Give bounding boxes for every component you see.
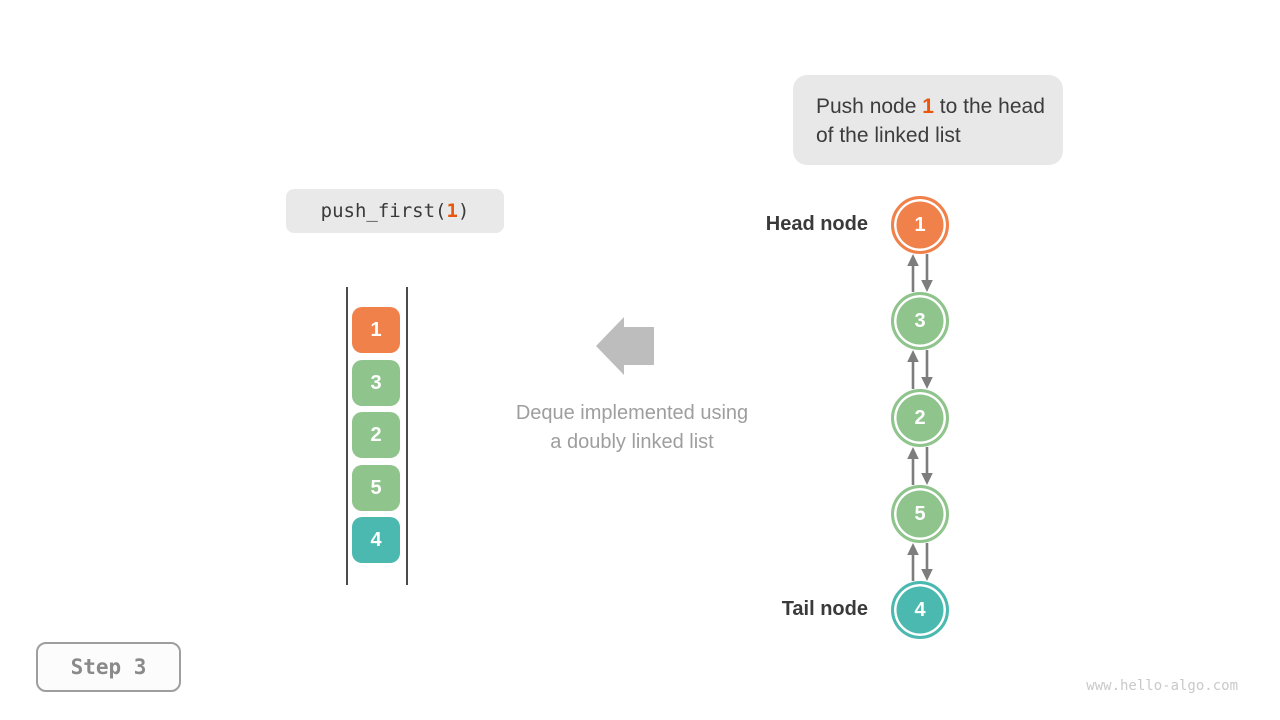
stack-right-rail — [406, 287, 408, 585]
doubly-linked-arrows-icon — [907, 350, 933, 389]
callout-text-suffix: to the head of the linked list — [816, 95, 1045, 147]
list-node: 1 — [891, 196, 949, 254]
legend-caption-line2: a doubly linked list — [550, 431, 714, 453]
code-arg-value: 1 — [446, 200, 458, 222]
stack-tile: 5 — [352, 465, 400, 511]
list-node: 4 — [891, 581, 949, 639]
legend-caption-line1: Deque implemented using — [515, 402, 749, 424]
deque-stack: 1 3 2 5 4 — [340, 287, 415, 585]
code-text-suffix: ) — [457, 200, 470, 222]
list-node: 3 — [891, 292, 949, 350]
code-text-prefix: push_first( — [320, 200, 447, 222]
list-node: 2 — [891, 389, 949, 447]
stack-tile: 1 — [352, 307, 400, 353]
head-node-label: Head node — [765, 213, 868, 235]
doubly-linked-arrows-icon — [907, 447, 933, 485]
doubly-linked-arrows-icon — [907, 543, 933, 581]
watermark: www.hello-algo.com — [1086, 678, 1238, 694]
step-badge: Step 3 — [36, 642, 181, 692]
step-badge-label: Step 3 — [70, 655, 147, 679]
callout-text-prefix: Push node — [816, 95, 923, 118]
legend-caption: Deque implemented using a doubly linked … — [477, 399, 787, 457]
callout-highlight-value: 1 — [922, 95, 934, 118]
left-block-arrow-icon — [596, 317, 654, 375]
code-chip: push_first(1) — [286, 189, 504, 233]
stack-tile: 4 — [352, 517, 400, 563]
list-node: 5 — [891, 485, 949, 543]
tail-node-label: Tail node — [781, 598, 868, 620]
stack-tile: 2 — [352, 412, 400, 458]
stack-tile: 3 — [352, 360, 400, 406]
doubly-linked-arrows-icon — [907, 254, 933, 292]
stack-left-rail — [346, 287, 348, 585]
callout-box: Push node 1 to the head of the linked li… — [793, 75, 1063, 165]
